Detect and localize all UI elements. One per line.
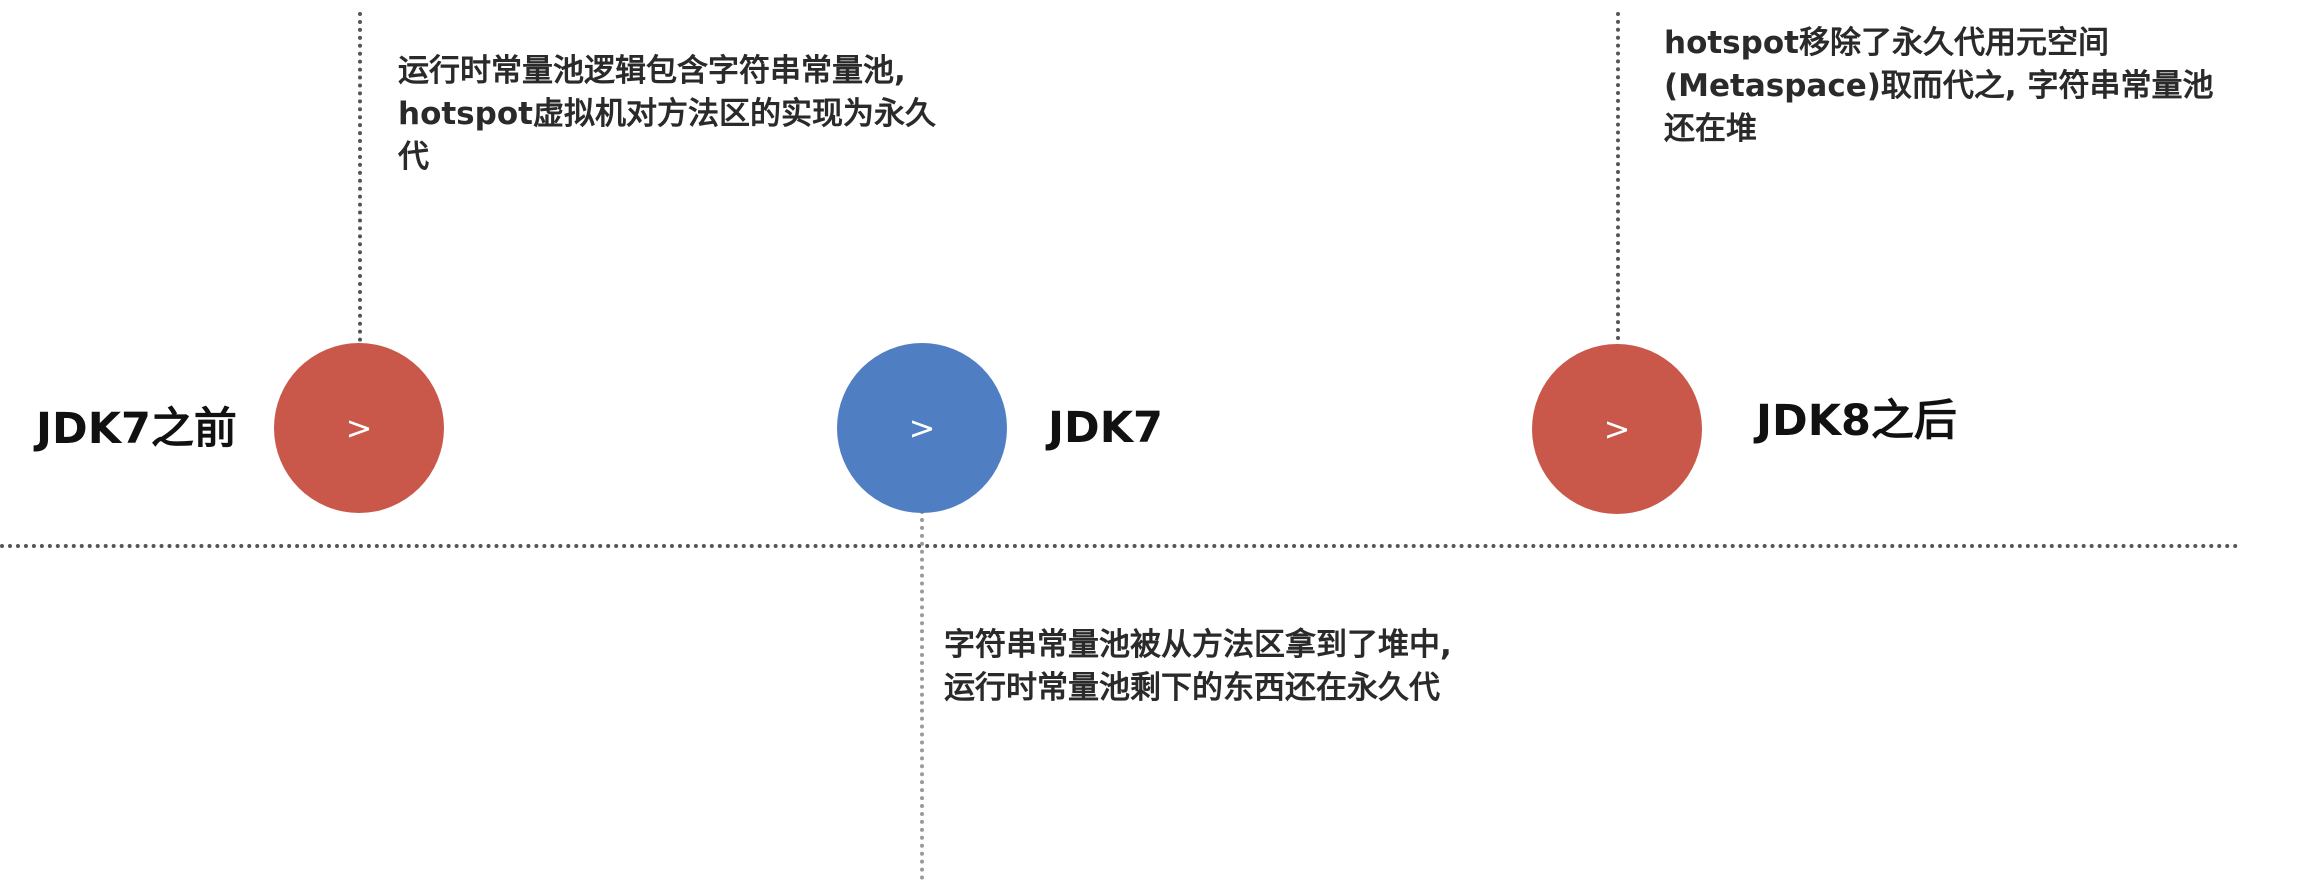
chevron-right-icon: > bbox=[908, 409, 936, 447]
stage-label-jdk7: JDK7 bbox=[1048, 403, 1163, 453]
connector-stage-2 bbox=[920, 510, 924, 880]
timeline-axis bbox=[0, 544, 2240, 548]
description-line: (Metaspace)取而代之, 字符串常量池 bbox=[1664, 68, 2214, 104]
description-line: hotspot移除了永久代用元空间 bbox=[1664, 25, 2109, 61]
stage-label-jdk8-after: JDK8之后 bbox=[1756, 396, 1957, 446]
description-line: 代 bbox=[398, 139, 429, 175]
stage-node-jdk7-before[interactable]: > bbox=[274, 343, 444, 513]
connector-stage-1 bbox=[358, 12, 362, 342]
stage-description-jdk7: 字符串常量池被从方法区拿到了堆中, 运行时常量池剩下的东西还在永久代 bbox=[944, 624, 1564, 710]
stage-label-jdk7-before: JDK7之前 bbox=[36, 404, 237, 454]
chevron-right-icon: > bbox=[1603, 410, 1631, 448]
description-line: 运行时常量池逻辑包含字符串常量池, bbox=[398, 53, 906, 89]
connector-stage-3 bbox=[1616, 12, 1620, 372]
stage-description-jdk8-after: hotspot移除了永久代用元空间 (Metaspace)取而代之, 字符串常量… bbox=[1664, 22, 2284, 151]
description-line: 字符串常量池被从方法区拿到了堆中, bbox=[944, 627, 1452, 663]
description-line: 还在堆 bbox=[1664, 111, 1757, 147]
chevron-right-icon: > bbox=[345, 409, 373, 447]
stage-description-jdk7-before: 运行时常量池逻辑包含字符串常量池, hotspot虚拟机对方法区的实现为永久 代 bbox=[398, 50, 1018, 179]
stage-node-jdk8-after[interactable]: > bbox=[1532, 344, 1702, 514]
description-line: hotspot虚拟机对方法区的实现为永久 bbox=[398, 96, 936, 132]
description-line: 运行时常量池剩下的东西还在永久代 bbox=[944, 670, 1440, 706]
stage-node-jdk7[interactable]: > bbox=[837, 343, 1007, 513]
